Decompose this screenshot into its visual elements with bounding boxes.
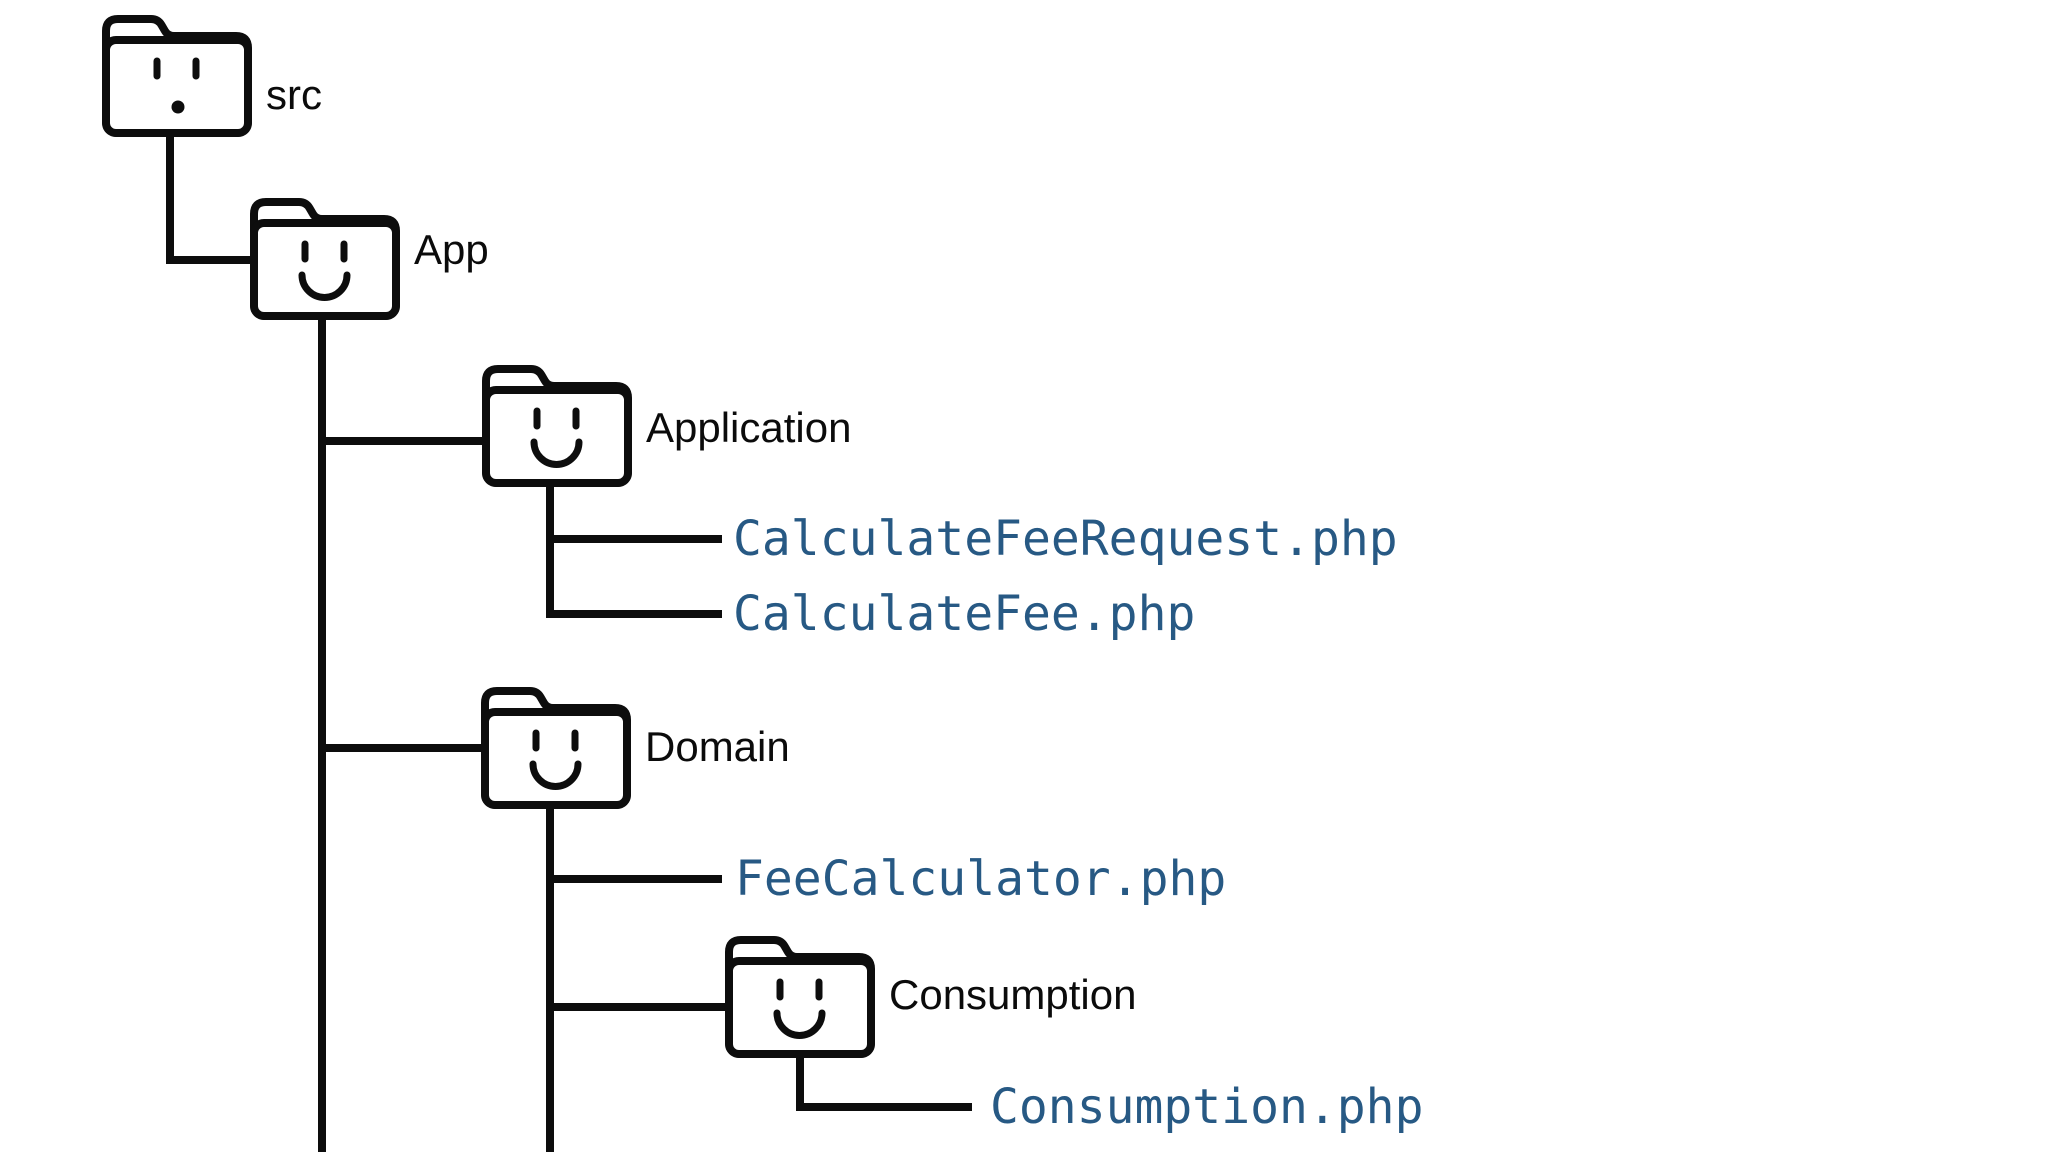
folder-label-domain: Domain	[645, 723, 790, 770]
folder-node-src: src	[102, 15, 322, 137]
folder-label-application: Application	[646, 404, 852, 451]
folder-node-application: Application	[482, 365, 851, 487]
file-label-calculatefee-php: CalculateFee.php	[733, 586, 1196, 642]
connector-src-to-app	[166, 137, 250, 264]
file-label-calculatefeerequest-php: CalculateFeeRequest.php	[733, 511, 1398, 567]
folder-surprised-face-icon	[102, 15, 252, 137]
folder-smiley-face-icon	[250, 198, 400, 320]
folder-smiley-face-icon	[725, 936, 875, 1058]
folder-node-consumption: Consumption	[725, 936, 1136, 1058]
connector-application-stem	[546, 487, 722, 618]
connector-consumption-to-file	[796, 1058, 972, 1111]
folder-node-domain: Domain	[481, 687, 790, 809]
folder-node-app: App	[250, 198, 489, 320]
folder-label-consumption: Consumption	[889, 971, 1137, 1018]
file-label-consumption-php: Consumption.php	[990, 1079, 1424, 1135]
folder-smiley-face-icon	[481, 687, 631, 809]
folder-label-src: src	[266, 71, 322, 118]
folder-label-app: App	[414, 226, 489, 273]
folder-smiley-face-icon	[482, 365, 632, 487]
file-label-feecalculator-php: FeeCalculator.php	[735, 851, 1227, 907]
